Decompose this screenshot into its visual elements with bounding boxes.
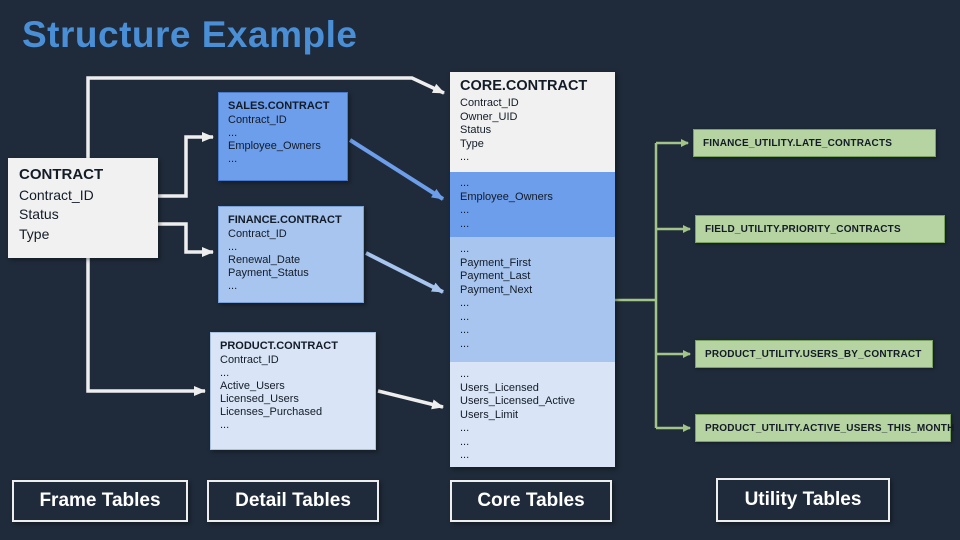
legend-core-tables: Core Tables xyxy=(450,480,612,522)
table-title: CONTRACT xyxy=(19,166,104,183)
table-fields: Contract_ID Status Type xyxy=(19,187,94,242)
detail-table-sales-contract: SALES.CONTRACT Contract_ID ... Employee_… xyxy=(218,92,348,181)
core-section-product: ... Users_Licensed Users_Licensed_Active… xyxy=(450,362,615,467)
table-fields: Contract_ID ... Renewal_Date Payment_Sta… xyxy=(228,228,309,292)
connector-contract-to-sales xyxy=(158,132,214,198)
frame-table-contract: CONTRACT Contract_ID Status Type xyxy=(8,158,158,258)
core-section-finance: ... Payment_First Payment_Last Payment_N… xyxy=(450,237,615,362)
detail-table-finance-contract: FINANCE.CONTRACT Contract_ID ... Renewal… xyxy=(218,206,364,303)
core-section-sales: ... Employee_Owners ... ... xyxy=(450,172,615,237)
legend-frame-tables: Frame Tables xyxy=(12,480,188,522)
utility-table-users-by-contract: PRODUCT_UTILITY.USERS_BY_CONTRACT xyxy=(695,340,933,368)
legend-detail-tables: Detail Tables xyxy=(207,480,379,522)
detail-table-product-contract: PRODUCT.CONTRACT Contract_ID ... Active_… xyxy=(210,332,376,450)
table-fields: Contract_ID ... Active_Users Licensed_Us… xyxy=(220,354,323,431)
table-title: SALES.CONTRACT xyxy=(228,100,330,112)
connector-sales-to-core xyxy=(348,138,445,201)
legend-utility-tables: Utility Tables xyxy=(716,478,890,522)
table-fields: ... Users_Licensed Users_Licensed_Active… xyxy=(460,368,575,461)
connector-contract-to-product xyxy=(86,258,206,396)
utility-table-active-users-this-month: PRODUCT_UTILITY.ACTIVE_USERS_THIS_MONTH xyxy=(695,414,954,442)
table-fields: Contract_ID ... Employee_Owners ... xyxy=(228,114,321,165)
table-fields: Contract_ID Owner_UID Status Type ... xyxy=(460,97,519,163)
page-title: Structure Example xyxy=(22,14,358,55)
table-title: CORE.CONTRACT xyxy=(460,78,588,94)
table-title: FINANCE.CONTRACT xyxy=(228,214,342,226)
connector-contract-to-finance xyxy=(158,222,214,257)
table-fields: ... Payment_First Payment_Last Payment_N… xyxy=(460,243,533,350)
table-fields: ... Employee_Owners ... ... xyxy=(460,177,553,230)
utility-table-late-contracts: FINANCE_UTILITY.LATE_CONTRACTS xyxy=(693,129,936,157)
connector-product-to-core xyxy=(377,389,444,410)
table-title: PRODUCT.CONTRACT xyxy=(220,340,338,352)
utility-table-priority-contracts: FIELD_UTILITY.PRIORITY_CONTRACTS xyxy=(695,215,945,243)
core-table-core-contract: CORE.CONTRACT Contract_ID Owner_UID Stat… xyxy=(450,72,615,467)
connector-finance-to-core xyxy=(365,251,444,294)
core-section-identity: CORE.CONTRACT Contract_ID Owner_UID Stat… xyxy=(450,72,615,172)
